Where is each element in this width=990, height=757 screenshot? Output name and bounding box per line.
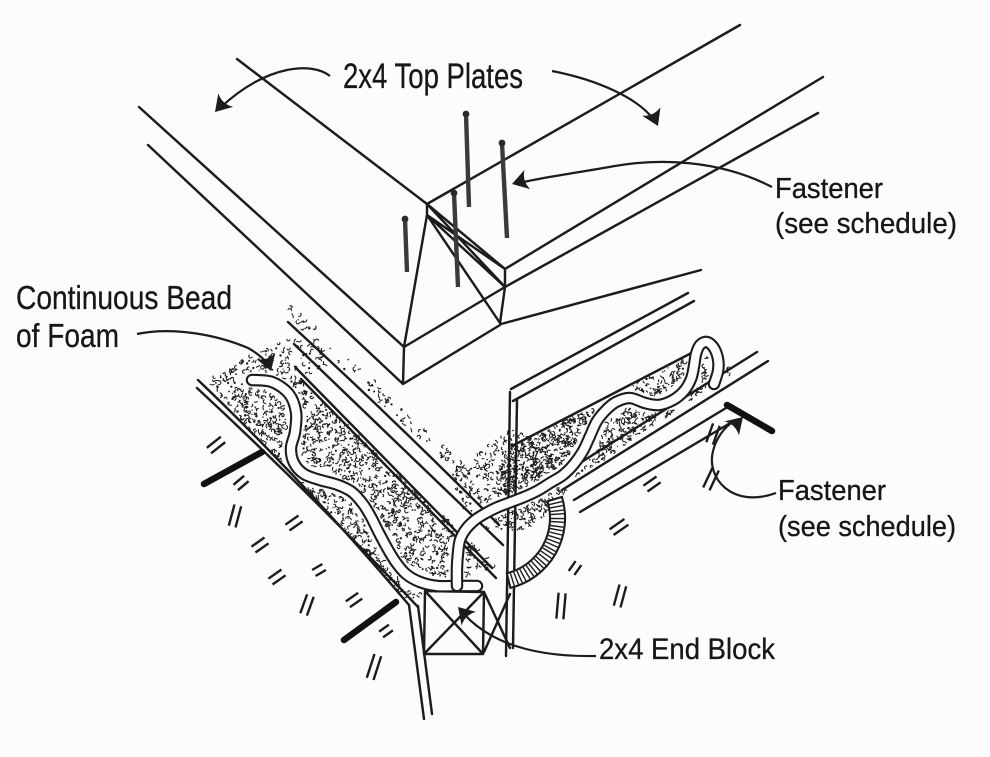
svg-text:Fastener: Fastener (775, 173, 883, 205)
svg-text:Fastener: Fastener (778, 475, 886, 507)
svg-text:2x4 Top Plates: 2x4 Top Plates (343, 57, 523, 96)
svg-text:of Foam: of Foam (16, 317, 119, 354)
svg-text:(see schedule): (see schedule) (778, 511, 956, 543)
svg-text:Continuous Bead: Continuous Bead (16, 279, 232, 316)
svg-text:2x4 End Block: 2x4 End Block (599, 633, 776, 666)
svg-text:(see schedule): (see schedule) (775, 208, 957, 240)
